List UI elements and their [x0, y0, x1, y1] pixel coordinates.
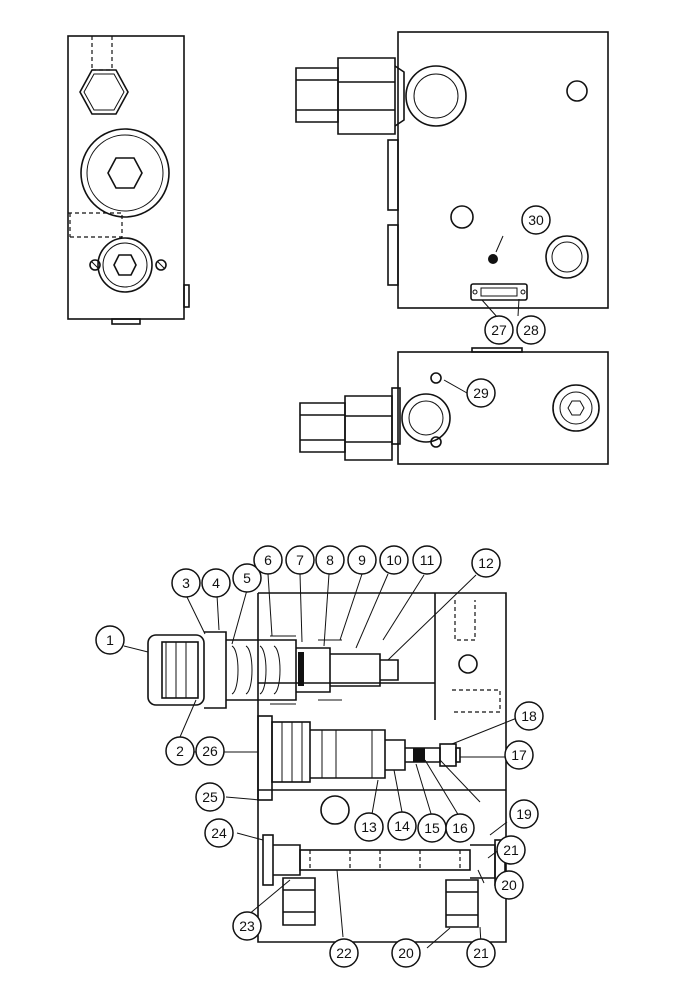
- svg-text:16: 16: [452, 820, 468, 836]
- callout-21b: 21: [466, 938, 496, 968]
- callout-7: 7: [285, 545, 315, 575]
- callout-11: 11: [412, 545, 442, 575]
- callout-6: 6: [253, 545, 283, 575]
- callout-27: 27: [484, 315, 514, 345]
- callout-5: 5: [232, 563, 262, 593]
- callout-28: 28: [516, 315, 546, 345]
- svg-text:22: 22: [336, 945, 352, 961]
- svg-text:15: 15: [424, 820, 440, 836]
- front-view-lower: [299, 347, 609, 465]
- svg-text:28: 28: [523, 322, 539, 338]
- callout-14: 14: [387, 811, 417, 841]
- callout-12: 12: [471, 548, 501, 578]
- svg-text:11: 11: [420, 552, 435, 568]
- svg-text:17: 17: [511, 747, 527, 763]
- callout-9: 9: [347, 545, 377, 575]
- svg-text:1: 1: [106, 632, 114, 648]
- svg-text:29: 29: [473, 385, 489, 401]
- svg-text:21: 21: [503, 842, 519, 858]
- callout-17: 17: [504, 740, 534, 770]
- callout-3: 3: [171, 568, 201, 598]
- svg-text:5: 5: [243, 570, 251, 586]
- callout-23: 23: [232, 911, 262, 941]
- callout-20b: 20: [391, 938, 421, 968]
- svg-text:14: 14: [394, 818, 410, 834]
- callout-16: 16: [445, 813, 475, 843]
- callout-22: 22: [329, 938, 359, 968]
- svg-text:20: 20: [501, 877, 517, 893]
- svg-text:26: 26: [202, 743, 218, 759]
- svg-text:23: 23: [239, 918, 255, 934]
- callout-18: 18: [514, 701, 544, 731]
- svg-text:21: 21: [473, 945, 489, 961]
- svg-text:24: 24: [211, 825, 227, 841]
- callout-19: 19: [509, 799, 539, 829]
- callouts: 1 2 3 4 5 6 7 8 9 10 11 12 13 14 15 16 1…: [95, 205, 551, 968]
- svg-text:27: 27: [491, 322, 507, 338]
- leader-lines: [123, 235, 520, 949]
- callout-20a: 20: [494, 870, 524, 900]
- svg-text:8: 8: [326, 552, 334, 568]
- callout-24: 24: [204, 818, 234, 848]
- side-view: [67, 35, 190, 325]
- svg-text:25: 25: [202, 789, 218, 805]
- front-view-upper: [295, 31, 609, 309]
- svg-text:13: 13: [361, 819, 377, 835]
- callout-2: 2: [165, 736, 195, 766]
- svg-text:12: 12: [478, 555, 494, 571]
- callout-26: 26: [195, 736, 225, 766]
- callout-21a: 21: [496, 835, 526, 865]
- svg-text:18: 18: [521, 708, 537, 724]
- svg-text:30: 30: [528, 212, 544, 228]
- svg-text:2: 2: [176, 743, 184, 759]
- callout-13: 13: [354, 812, 384, 842]
- section-view: [147, 592, 507, 943]
- svg-text:19: 19: [516, 806, 532, 822]
- callout-15: 15: [417, 813, 447, 843]
- callout-10: 10: [379, 545, 409, 575]
- callout-1: 1: [95, 625, 125, 655]
- svg-text:7: 7: [296, 552, 304, 568]
- svg-text:20: 20: [398, 945, 414, 961]
- svg-text:4: 4: [212, 575, 220, 591]
- callout-4: 4: [201, 568, 231, 598]
- callout-25: 25: [195, 782, 225, 812]
- svg-text:9: 9: [358, 552, 366, 568]
- svg-text:6: 6: [264, 552, 272, 568]
- callout-8: 8: [315, 545, 345, 575]
- svg-text:3: 3: [182, 575, 190, 591]
- svg-text:10: 10: [386, 552, 402, 568]
- callout-29: 29: [466, 378, 496, 408]
- callout-30: 30: [521, 205, 551, 235]
